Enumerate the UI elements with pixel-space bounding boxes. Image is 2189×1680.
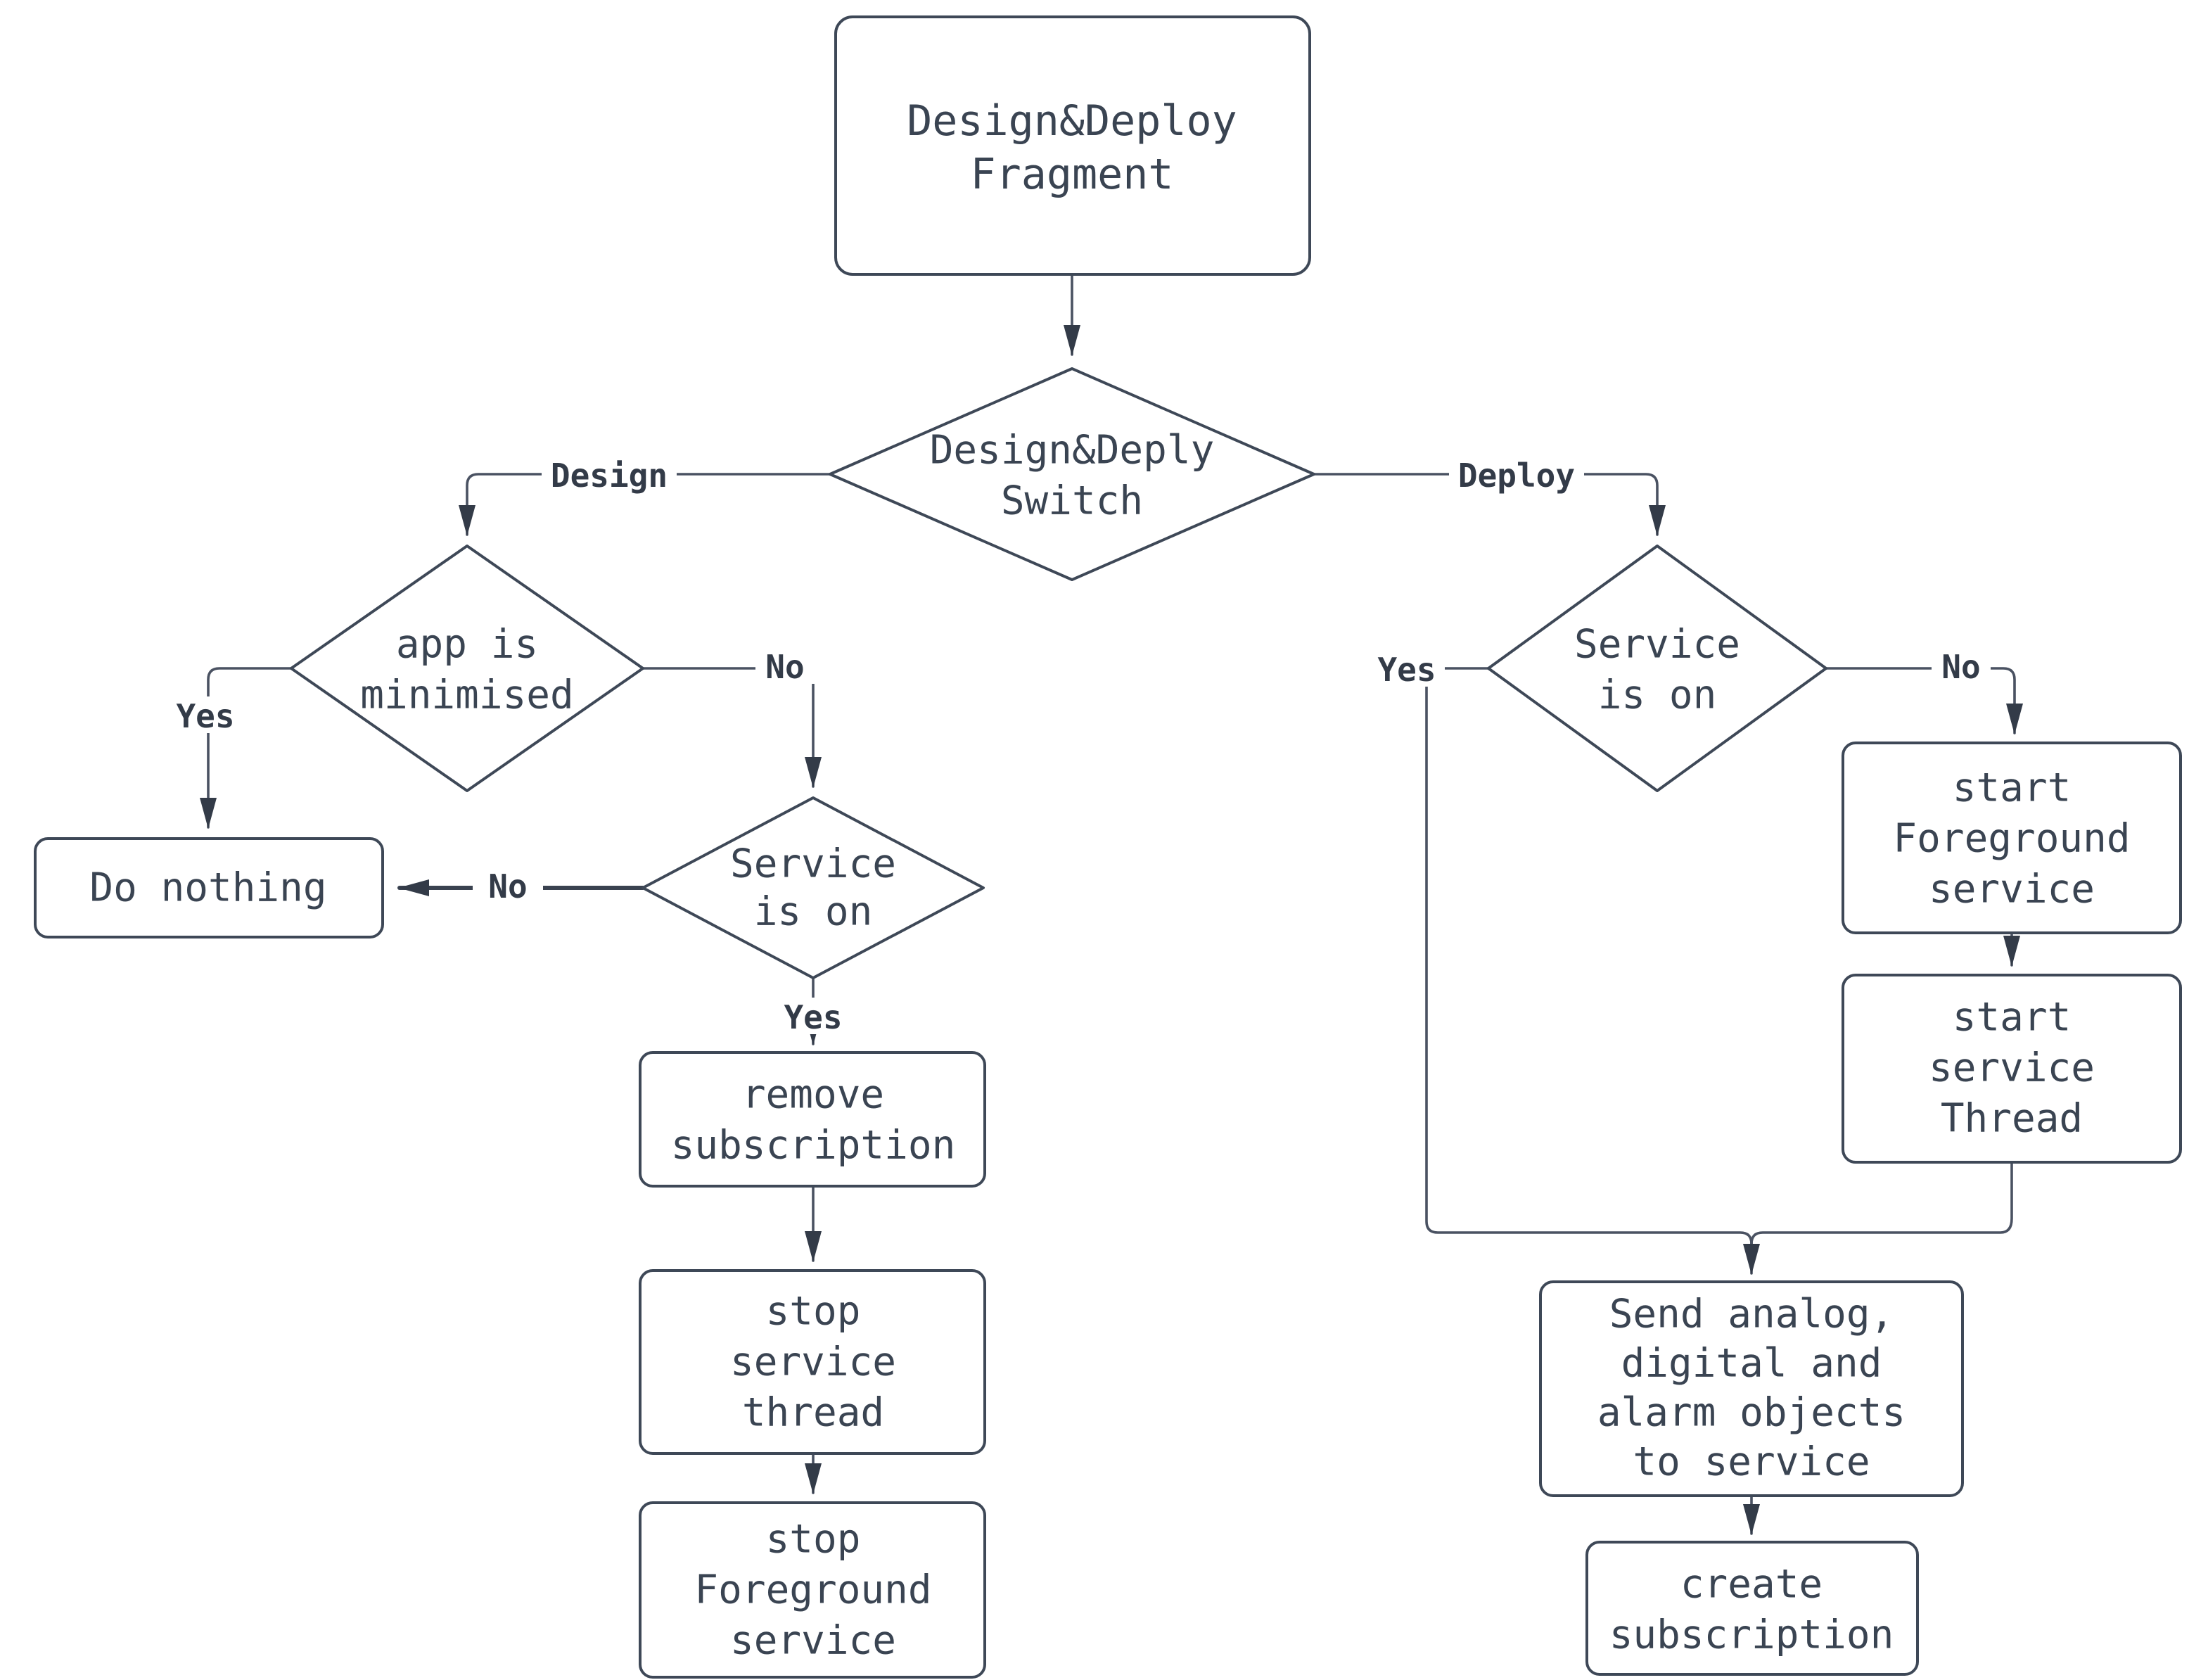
node-stop-foreground-service: stop Foreground service (639, 1501, 986, 1679)
decision-diamond (290, 545, 644, 792)
edge-label-bg (1369, 650, 1445, 687)
edge-label-bg (542, 456, 677, 492)
node-label-line: start (1953, 765, 2072, 811)
edge-label-design: Design (542, 456, 677, 495)
node-label-line: thread (742, 1390, 884, 1436)
node-box (1842, 742, 2182, 934)
node-label-line: Do nothing (89, 865, 326, 911)
edge-label-bg (1932, 647, 1991, 684)
edge-label-bg (473, 865, 543, 905)
node-label-line: service (730, 1618, 896, 1664)
node-label-line: Foreground (1893, 816, 2130, 862)
edge-label-text: No (488, 867, 527, 905)
node-label-line: Service (1574, 622, 1740, 668)
edge-label-text: Yes (1377, 651, 1436, 689)
node-label-line: Thread (1941, 1096, 2083, 1142)
node-box (1539, 1280, 1964, 1497)
edge-startthread-to-merge (1750, 1161, 2013, 1245)
node-label-line: service (730, 1339, 896, 1385)
decision-diamond (829, 367, 1315, 581)
node-design-deploy-fragment: Design&Deploy Fragment (834, 15, 1311, 276)
node-do-nothing: Do nothing (34, 837, 384, 938)
node-box (34, 837, 384, 938)
node-box (639, 1269, 986, 1455)
edge-label-text: Design (551, 457, 668, 495)
node-label-line: service (1929, 867, 2095, 912)
node-create-subscription: create subscription (1585, 1541, 1919, 1676)
decision-diamond (642, 796, 985, 979)
node-label-line: digital and (1621, 1341, 1882, 1387)
edge-label-app-yes: Yes (167, 696, 243, 735)
edge-label-text: No (1941, 648, 1980, 686)
node-label-line: stop (766, 1517, 861, 1563)
edge-switch-deploy (1313, 473, 1666, 536)
edge-label-deploy: Deploy (1449, 456, 1584, 495)
node-app-is-minimised: app is minimised (290, 545, 644, 792)
edge-label-service-right-no: No (1932, 647, 1991, 686)
node-label-line: app is (396, 622, 538, 668)
node-label-line: subscription (1609, 1612, 1894, 1658)
node-label-line: is on (754, 889, 873, 935)
node-label-line: is on (1598, 673, 1717, 718)
node-service-is-on-left: Service is on (642, 796, 985, 979)
edge-label-text: Deploy (1458, 457, 1575, 495)
node-box (1842, 974, 2182, 1164)
node-box (1585, 1541, 1919, 1676)
edge-service-right-no (1825, 667, 2023, 734)
node-label-line: Foreground (694, 1567, 931, 1613)
node-remove-subscription: remove subscription (639, 1051, 986, 1188)
node-label-line: Send analog, (1609, 1292, 1894, 1337)
node-label-line: service (1929, 1045, 2095, 1091)
node-start-service-thread: start service Thread (1842, 974, 2182, 1164)
node-service-is-on-right: Service is on (1487, 545, 1827, 792)
edge-label-service-right-yes: Yes (1369, 650, 1445, 689)
node-start-foreground-service: start Foreground service (1842, 742, 2182, 934)
node-label-line: Service (730, 841, 896, 887)
edge-label-bg (775, 998, 851, 1034)
edge-app-no (642, 667, 822, 788)
node-label-line: alarm objects (1597, 1390, 1906, 1436)
node-label-line: Design&Deploy (907, 96, 1237, 146)
node-send-objects-to-service: Send analog, digital and alarm objects t… (1539, 1280, 1964, 1497)
edge-label-text: Yes (176, 697, 234, 735)
node-label-line: start (1953, 995, 2072, 1041)
node-label-line: subscription (671, 1123, 956, 1169)
edge-switch-design (459, 473, 831, 536)
edge-label-service-left-yes: Yes (775, 998, 851, 1036)
edge-label-service-left-no: No (473, 865, 543, 905)
edge-app-yes (200, 667, 293, 829)
node-stop-service-thread: stop service thread (639, 1269, 986, 1455)
node-box (834, 15, 1311, 276)
edge-label-app-no: No (755, 647, 815, 686)
node-label-line: Design&Deply (930, 428, 1215, 473)
node-design-deploy-switch: Design&Deply Switch (829, 367, 1315, 581)
edge-label-text: Yes (784, 998, 842, 1036)
decision-diamond (1487, 545, 1827, 792)
node-label-line: Fragment (971, 150, 1174, 199)
edge-label-bg (1449, 456, 1584, 492)
edge-label-text: No (765, 648, 804, 686)
node-label-line: minimised (360, 673, 573, 718)
edge-label-bg (167, 696, 243, 733)
node-label-line: to service (1633, 1439, 1870, 1485)
node-label-line: Switch (1001, 478, 1143, 524)
node-label-line: remove (742, 1072, 884, 1118)
node-label-line: stop (766, 1289, 861, 1335)
node-label-line: create (1680, 1562, 1823, 1608)
node-box (639, 1051, 986, 1188)
edge-label-bg (755, 647, 815, 684)
node-box (639, 1501, 986, 1679)
